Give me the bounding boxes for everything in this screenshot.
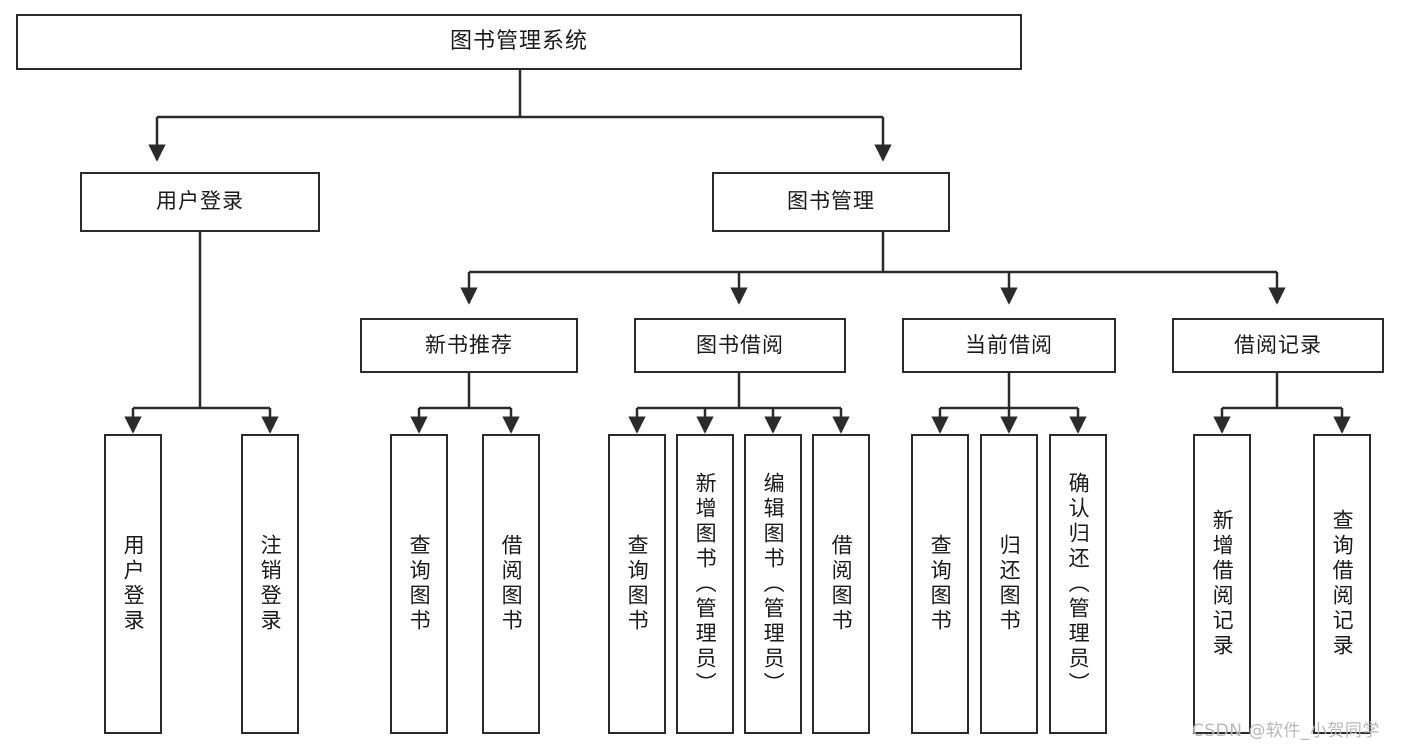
node-current-borrow[interactable]: 当前借阅 — [902, 318, 1116, 373]
node-book-management[interactable]: 图书管理 — [712, 172, 950, 232]
leaf-borrow-edit-book-admin[interactable]: 编辑图书（管理员） — [744, 434, 802, 734]
leaf-records-query-record[interactable]: 查询借阅记录 — [1313, 434, 1371, 734]
leaf-user-login[interactable]: 用户登录 — [104, 434, 162, 734]
leaf-records-add-record[interactable]: 新增借阅记录 — [1193, 434, 1251, 734]
leaf-borrow-query-book[interactable]: 查询图书 — [608, 434, 666, 734]
leaf-current-return-book[interactable]: 归还图书 — [980, 434, 1038, 734]
leaf-borrow-add-book-admin[interactable]: 新增图书（管理员） — [676, 434, 734, 734]
leaf-current-query-book[interactable]: 查询图书 — [911, 434, 969, 734]
leaf-user-logout[interactable]: 注销登录 — [241, 434, 299, 734]
node-borrow-records[interactable]: 借阅记录 — [1172, 318, 1384, 373]
node-user-login[interactable]: 用户登录 — [80, 172, 320, 232]
leaf-newbook-query-book[interactable]: 查询图书 — [390, 434, 448, 734]
node-book-borrow[interactable]: 图书借阅 — [634, 318, 846, 373]
node-new-book-recommend[interactable]: 新书推荐 — [360, 318, 578, 373]
leaf-borrow-borrow-book[interactable]: 借阅图书 — [812, 434, 870, 734]
leaf-current-confirm-return-admin[interactable]: 确认归还（管理员） — [1049, 434, 1107, 734]
node-root[interactable]: 图书管理系统 — [16, 14, 1022, 70]
leaf-newbook-borrow-book[interactable]: 借阅图书 — [482, 434, 540, 734]
